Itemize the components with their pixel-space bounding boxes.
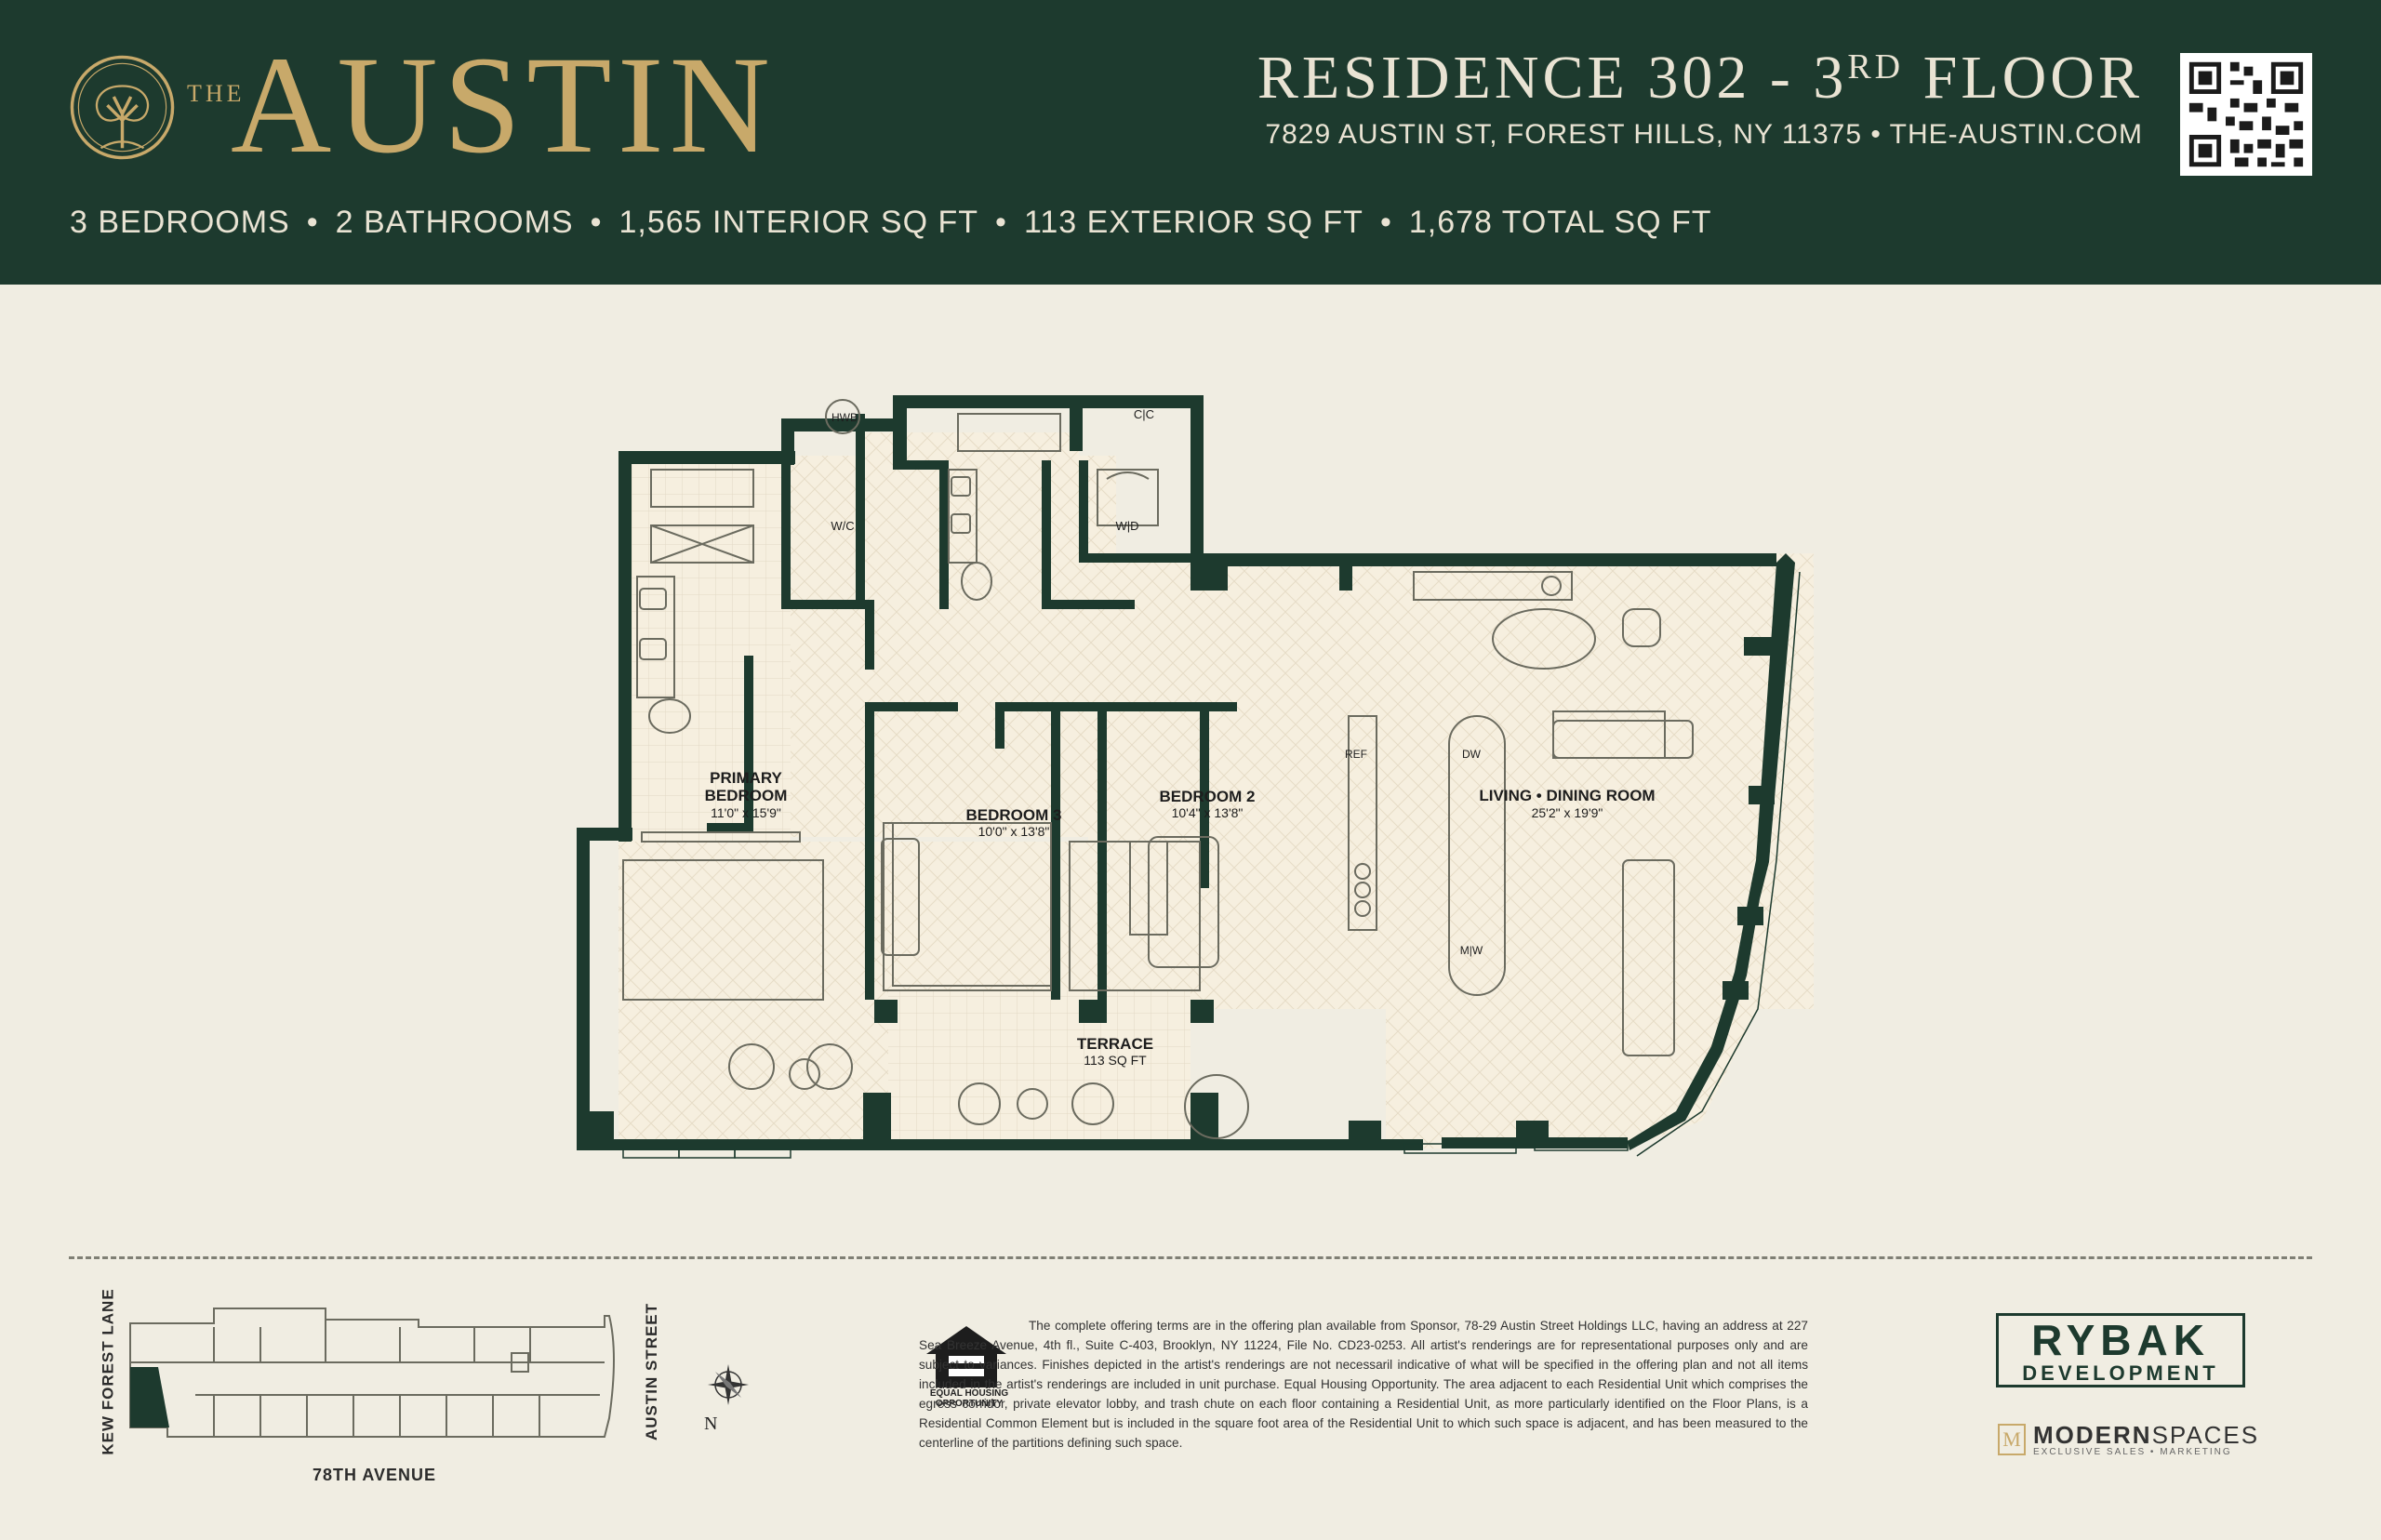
washer-dryer-label: W|D [1115, 519, 1138, 533]
compass-icon [708, 1364, 749, 1405]
living-dining-dim: 25'2" x 19'9" [1532, 805, 1603, 820]
logo-wordmark: AUSTIN [231, 28, 776, 182]
rybak-logo: RYBAK DEVELOPMENT [1996, 1313, 2245, 1387]
austin-street-label: AUSTIN STREET [643, 1302, 661, 1441]
microwave-label: M|W [1460, 944, 1483, 957]
stat-separator: • [590, 205, 603, 240]
header-banner: THE AUSTIN RESIDENCE 302 - 3RD FLOOR 782… [0, 0, 2381, 285]
bedroom-3-title: BEDROOM 3 [966, 806, 1062, 824]
modern-spaces-sub: EXCLUSIVE SALES • MARKETING [2033, 1446, 2232, 1457]
walls [577, 395, 1795, 1150]
stat-interior: 1,565 INTERIOR SQ FT [619, 205, 979, 240]
fixtures [622, 399, 1694, 1139]
dishwasher-label: DW [1462, 748, 1482, 761]
plan-labels: PRIMARY BEDROOM 11'0" x 15'9" BEDROOM 3 … [705, 407, 1656, 1068]
refrigerator-label: REF [1345, 748, 1367, 761]
living-dining-title: LIVING • DINING ROOM [1479, 787, 1655, 804]
hwb-label: HWB [831, 411, 858, 424]
stat-separator: • [995, 205, 1007, 240]
wic-label: W/C [831, 519, 854, 533]
coat-closet-label: C|C [1134, 407, 1154, 421]
stat-separator: • [306, 205, 319, 240]
residence-title: RESIDENCE 302 - 3RD FLOOR [1257, 44, 2143, 112]
primary-bedroom-title2: BEDROOM [705, 787, 788, 804]
bedroom-2-title: BEDROOM 2 [1160, 788, 1256, 805]
unit-highlight [130, 1367, 169, 1427]
address-line: 7829 AUSTIN ST, FOREST HILLS, NY 11375 •… [1265, 119, 2143, 150]
kew-forest-lane-label: KEW FOREST LANE [99, 1288, 117, 1455]
key-plan [129, 1308, 615, 1438]
rybak-sub: DEVELOPMENT [2022, 1361, 2219, 1385]
modern-spaces-mark: M [1998, 1424, 2026, 1455]
primary-bedroom-dim: 11'0" x 15'9" [711, 805, 781, 820]
floor-plan: PRIMARY BEDROOM 11'0" x 15'9" BEDROOM 3 … [577, 395, 1814, 1159]
terrace-title: TERRACE [1077, 1035, 1153, 1053]
stat-total: 1,678 TOTAL SQ FT [1408, 205, 1712, 240]
section-divider [69, 1256, 2312, 1259]
bedroom-3-dim: 10'0" x 13'8" [978, 824, 1050, 839]
tree-logo-icon [70, 55, 175, 160]
windows [622, 571, 1801, 1159]
stat-separator: • [1379, 205, 1392, 240]
rybak-name: RYBAK [2031, 1316, 2210, 1364]
primary-bedroom-title: PRIMARY [710, 769, 782, 787]
modern-spaces-name: MODERNSPACES [2033, 1420, 2260, 1449]
equal-housing-icon [926, 1326, 1006, 1387]
legal-disclaimer: The complete offering terms are in the o… [919, 1319, 1808, 1450]
qr-code-icon[interactable] [2180, 53, 2312, 176]
stat-bathrooms: 2 BATHROOMS [335, 205, 574, 240]
modern-spaces-logo: M MODERNSPACES EXCLUSIVE SALES • MARKETI… [1998, 1421, 2259, 1458]
stat-bedrooms: 3 BEDROOMS [70, 205, 290, 240]
stat-exterior: 113 EXTERIOR SQ FT [1023, 205, 1363, 240]
logo-prefix: THE [187, 80, 246, 107]
unit-stats: 3 BEDROOMS • 2 BATHROOMS • 1,565 INTERIO… [70, 205, 1712, 241]
bedroom-2-dim: 10'4" x 13'8" [1172, 805, 1244, 820]
terrace-dim: 113 SQ FT [1084, 1053, 1147, 1068]
78th-avenue-label: 78TH AVENUE [313, 1466, 437, 1484]
compass-north-label: N [704, 1414, 718, 1434]
